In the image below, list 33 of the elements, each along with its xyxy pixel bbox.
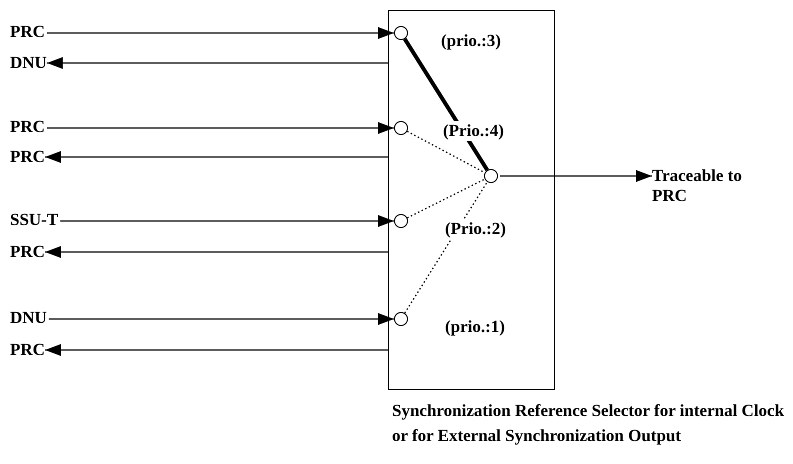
- switch-contact: [394, 312, 408, 326]
- arrow: [60, 215, 394, 227]
- switch-contact: [484, 169, 498, 183]
- signal-label: PRC: [10, 117, 45, 137]
- priority-label: (prio.:3): [439, 31, 503, 51]
- signal-label: PRC: [10, 242, 45, 262]
- priority-label: (Prio.:4): [441, 121, 506, 141]
- arrow: [44, 151, 388, 163]
- arrow: [48, 313, 394, 325]
- arrow: [500, 170, 652, 182]
- switch-contact: [394, 214, 408, 228]
- signal-label: DNU: [10, 308, 47, 328]
- arrow: [46, 27, 394, 39]
- signal-label: DNU: [10, 53, 47, 73]
- signal-label: SSU-T: [10, 210, 58, 230]
- switch-line: [406, 130, 486, 174]
- switch-line: [406, 178, 486, 218]
- signal-label: PRC: [10, 147, 45, 167]
- signal-label: PRC: [10, 340, 45, 360]
- priority-label: (prio.:1): [443, 317, 507, 337]
- switch-contact: [394, 121, 408, 135]
- arrow: [44, 344, 388, 356]
- priority-label: (Prio.:2): [443, 219, 508, 239]
- arrow: [44, 246, 388, 258]
- signal-label: Traceable to PRC: [652, 166, 762, 206]
- switch-line: [404, 182, 488, 314]
- signal-label: PRC: [10, 22, 45, 42]
- switch-contact: [394, 26, 408, 40]
- switch-line: [403, 38, 489, 172]
- arrow: [46, 57, 388, 69]
- arrow: [46, 122, 394, 134]
- selector-box: [388, 10, 555, 390]
- caption: Synchronization Reference Selector for internal Clock or for External Synchronization Output: [392, 400, 786, 447]
